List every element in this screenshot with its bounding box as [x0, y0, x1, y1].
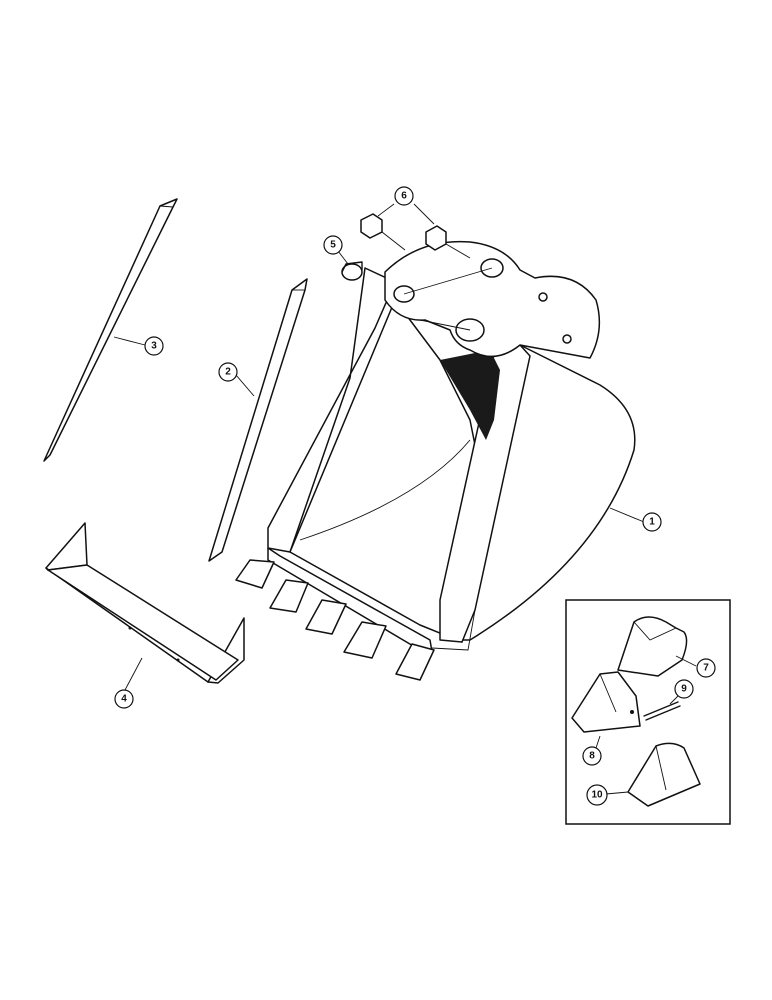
callout-1: 1	[642, 512, 662, 532]
bucket-1	[267, 240, 636, 653]
svg-text:10: 10	[591, 790, 603, 801]
svg-text:6: 6	[401, 191, 407, 202]
callout-10: 10	[586, 784, 608, 806]
svg-text:3: 3	[151, 341, 157, 352]
callout-4: 4	[114, 689, 134, 709]
callout-2: 2	[218, 362, 238, 382]
callout-9: 9	[674, 679, 694, 699]
svg-text:9: 9	[681, 684, 687, 695]
wear-strip-2	[208, 278, 308, 562]
svg-text:7: 7	[703, 663, 709, 674]
svg-text:4: 4	[121, 694, 127, 705]
edge-guard-4	[45, 522, 245, 684]
callout-6: 6	[394, 186, 414, 206]
callout-7: 7	[696, 658, 716, 678]
svg-text:2: 2	[225, 367, 231, 378]
callout-3: 3	[144, 336, 164, 356]
wear-strip-3	[43, 198, 178, 462]
bushing-5	[341, 261, 363, 281]
bucket-teeth	[235, 559, 435, 681]
callout-8: 8	[582, 746, 602, 766]
bushings-6	[360, 213, 471, 259]
callout-5: 5	[323, 235, 343, 255]
leader-lines	[113, 203, 697, 795]
svg-text:5: 5	[330, 240, 336, 251]
svg-text:8: 8	[589, 751, 595, 762]
svg-text:1: 1	[649, 517, 655, 528]
